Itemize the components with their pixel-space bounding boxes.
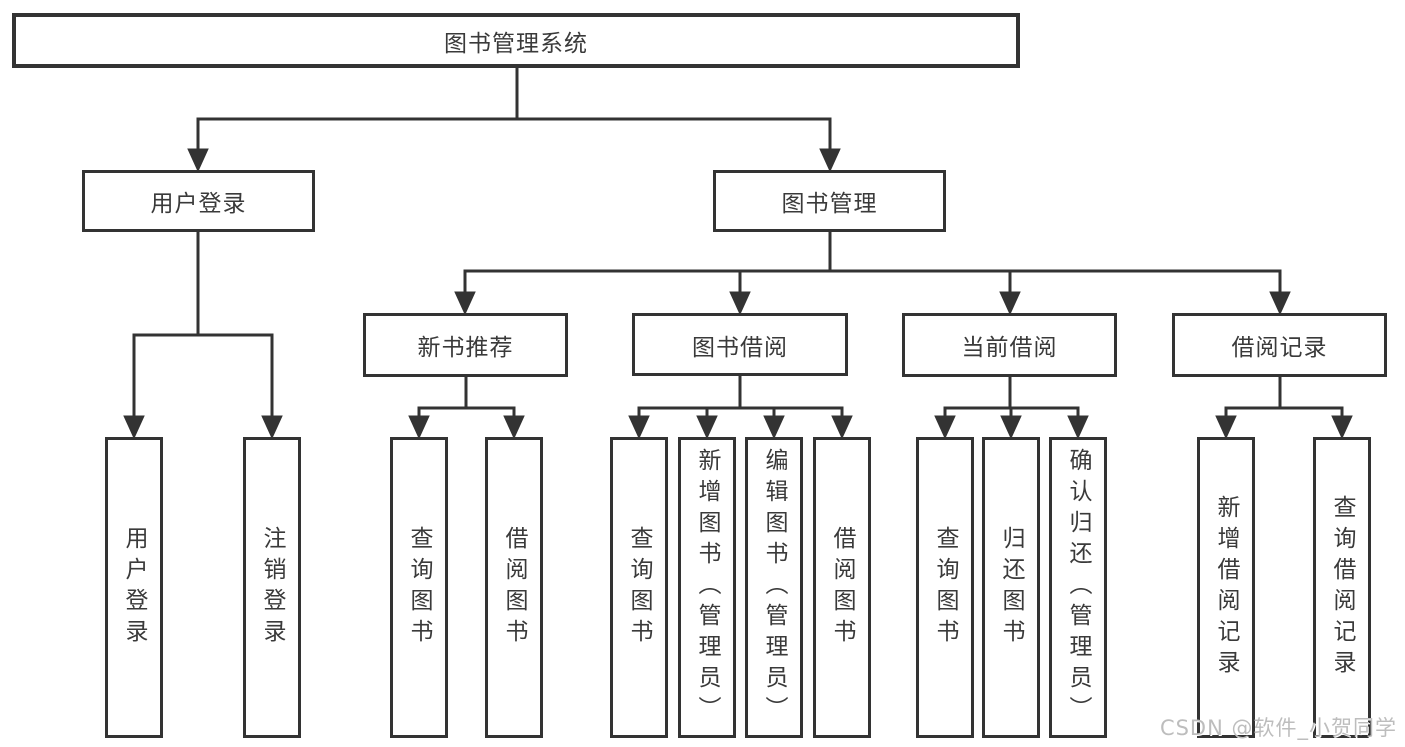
leaf-query-books-borrowing: 查询图书: [610, 437, 668, 738]
leaf-query-books-recommend-label: 查询图书: [406, 525, 432, 650]
node-root: 图书管理系统: [12, 13, 1020, 68]
leaf-query-books-current: 查询图书: [916, 437, 974, 738]
leaf-query-books-recommend: 查询图书: [390, 437, 448, 738]
leaf-confirm-return-admin-label: 确认归还（管理员）: [1065, 448, 1091, 727]
csdn-watermark: CSDN @软件_小贺同学: [1159, 716, 1397, 740]
leaf-add-books-admin: 新增图书（管理员）: [678, 437, 736, 738]
node-borrowing-records-label: 借阅记录: [1231, 335, 1328, 361]
node-borrowing-records: 借阅记录: [1172, 313, 1387, 377]
leaf-confirm-return-admin: 确认归还（管理员）: [1049, 437, 1107, 738]
node-user-login: 用户登录: [82, 170, 315, 232]
leaf-query-borrow-record-label: 查询借阅记录: [1329, 494, 1355, 681]
leaf-return-books-label: 归还图书: [998, 525, 1024, 650]
leaf-query-borrow-record: 查询借阅记录: [1313, 437, 1371, 738]
leaf-borrow-books-recommend-label: 借阅图书: [501, 525, 527, 650]
leaf-query-books-current-label: 查询图书: [932, 525, 958, 650]
node-new-book-recommend: 新书推荐: [363, 313, 568, 377]
node-new-book-recommend-label: 新书推荐: [417, 335, 514, 361]
node-root-label: 图书管理系统: [444, 30, 588, 57]
node-current-borrowing-label: 当前借阅: [961, 335, 1058, 361]
node-book-borrowing: 图书借阅: [632, 313, 848, 376]
leaf-borrow-books-borrowing-label: 借阅图书: [829, 525, 855, 650]
leaf-return-books: 归还图书: [982, 437, 1040, 738]
leaf-borrow-books-recommend: 借阅图书: [485, 437, 543, 738]
leaf-edit-books-admin-label: 编辑图书（管理员）: [761, 448, 787, 727]
leaf-add-books-admin-label: 新增图书（管理员）: [694, 448, 720, 727]
leaf-add-borrow-record-label: 新增借阅记录: [1213, 494, 1239, 681]
leaf-user-login: 用户登录: [105, 437, 163, 738]
leaf-borrow-books-borrowing: 借阅图书: [813, 437, 871, 738]
leaf-add-borrow-record: 新增借阅记录: [1197, 437, 1255, 738]
node-book-management: 图书管理: [713, 170, 946, 232]
leaf-query-books-borrowing-label: 查询图书: [626, 525, 652, 650]
leaf-logout-label: 注销登录: [259, 525, 285, 650]
leaf-logout: 注销登录: [243, 437, 301, 738]
node-current-borrowing: 当前借阅: [902, 313, 1117, 377]
node-book-management-label: 图书管理: [781, 191, 878, 217]
node-book-borrowing-label: 图书借阅: [692, 334, 788, 361]
node-user-login-label: 用户登录: [150, 191, 247, 217]
leaf-user-login-label: 用户登录: [121, 525, 147, 650]
leaf-edit-books-admin: 编辑图书（管理员）: [745, 437, 803, 738]
